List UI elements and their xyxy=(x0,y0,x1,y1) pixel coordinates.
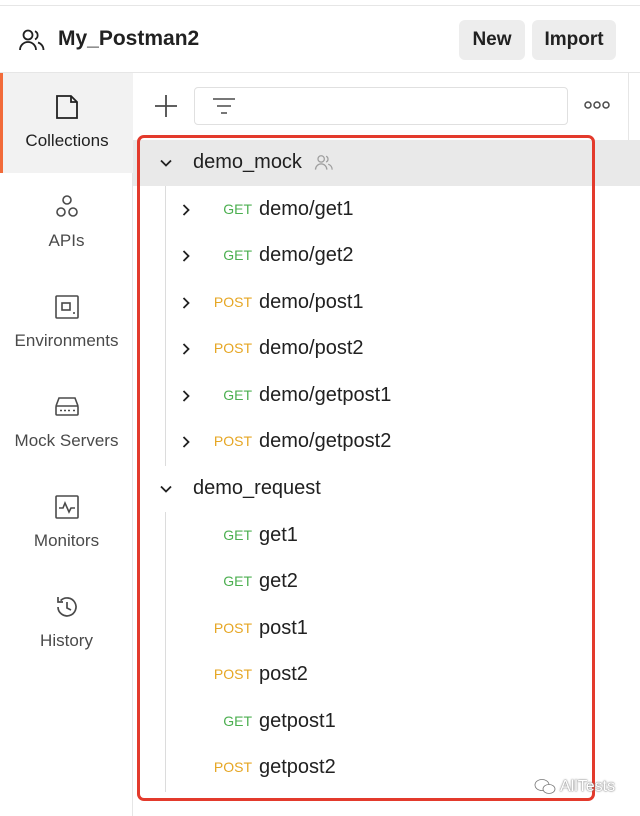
request-method: GET xyxy=(223,573,252,589)
sidebar-item-monitors[interactable]: Monitors xyxy=(0,473,133,573)
request-method: GET xyxy=(223,201,252,217)
workspace-header: My_Postman2 New Import xyxy=(0,6,640,73)
request-method: POST xyxy=(213,759,252,775)
sidebar-item-label: History xyxy=(40,631,93,650)
chevron-right-icon[interactable] xyxy=(178,388,194,404)
request-name: get2 xyxy=(259,570,298,592)
request-method: GET xyxy=(223,247,252,263)
request-name: demo/get2 xyxy=(259,244,354,266)
environments-icon xyxy=(54,295,79,319)
chevron-right-icon[interactable] xyxy=(178,341,194,357)
request-name: demo/getpost2 xyxy=(259,430,392,452)
request-method: GET xyxy=(223,713,252,729)
request-name: demo/post1 xyxy=(259,291,364,313)
chevron-right-icon[interactable] xyxy=(178,248,194,264)
sidebar-item-label: Mock Servers xyxy=(14,431,119,450)
apis-icon xyxy=(55,195,78,217)
watermark: AllTests xyxy=(534,778,615,796)
panel-divider xyxy=(628,73,629,153)
request-method: POST xyxy=(213,294,252,310)
filter-input[interactable] xyxy=(194,87,568,125)
request-method: GET xyxy=(223,527,252,543)
filter-icon xyxy=(213,98,235,114)
collections-icon xyxy=(56,95,78,119)
request-name: demo/post2 xyxy=(259,337,364,359)
mock-servers-icon xyxy=(54,397,79,416)
history-icon xyxy=(56,597,77,617)
sidebar-item-apis[interactable]: APIs xyxy=(0,173,133,273)
request-method: POST xyxy=(213,433,252,449)
more-icon[interactable] xyxy=(584,98,610,112)
request-name: post2 xyxy=(259,663,308,685)
sidebar: Collections APIs Environments Mock Serve… xyxy=(0,73,133,816)
sidebar-item-collections[interactable]: Collections xyxy=(0,73,133,173)
tree-guide-line xyxy=(165,512,166,792)
sidebar-item-mock-servers[interactable]: Mock Servers xyxy=(0,373,133,473)
chevron-right-icon[interactable] xyxy=(178,295,194,311)
sidebar-item-history[interactable]: History xyxy=(0,573,133,673)
request-name: getpost2 xyxy=(259,756,336,778)
sidebar-item-label: Collections xyxy=(25,131,109,150)
watermark-text: AllTests xyxy=(560,778,616,795)
request-name: getpost1 xyxy=(259,710,336,732)
request-method: POST xyxy=(213,340,252,356)
request-name: demo/get1 xyxy=(259,198,354,220)
tree-guide-line xyxy=(165,186,166,466)
team-workspace-icon xyxy=(19,29,45,51)
chevron-down-icon[interactable] xyxy=(158,155,174,171)
collection-name: demo_mock xyxy=(193,151,302,173)
request-name: get1 xyxy=(259,524,298,546)
sidebar-item-label: Monitors xyxy=(33,531,100,550)
chevron-right-icon[interactable] xyxy=(178,202,194,218)
shared-collection-icon xyxy=(314,155,333,170)
collection-name: demo_request xyxy=(193,477,321,499)
top-border xyxy=(0,0,640,6)
request-name: post1 xyxy=(259,617,308,639)
selected-row-background xyxy=(133,140,640,186)
import-button[interactable]: Import xyxy=(532,20,616,60)
new-button[interactable]: New xyxy=(459,20,525,60)
chevron-right-icon[interactable] xyxy=(178,434,194,450)
chevron-down-icon[interactable] xyxy=(158,481,174,497)
workspace-title[interactable]: My_Postman2 xyxy=(58,27,200,50)
request-name: demo/getpost1 xyxy=(259,384,392,406)
request-method: POST xyxy=(213,666,252,682)
sidebar-item-label: APIs xyxy=(48,231,85,250)
sidebar-item-label: Environments xyxy=(14,331,119,350)
request-method: GET xyxy=(223,387,252,403)
monitors-icon xyxy=(54,495,79,519)
wechat-icon xyxy=(534,779,556,794)
request-method: POST xyxy=(213,620,252,636)
plus-icon[interactable] xyxy=(152,92,180,120)
annotation-highlight-box xyxy=(137,135,595,801)
sidebar-item-environments[interactable]: Environments xyxy=(0,273,133,373)
